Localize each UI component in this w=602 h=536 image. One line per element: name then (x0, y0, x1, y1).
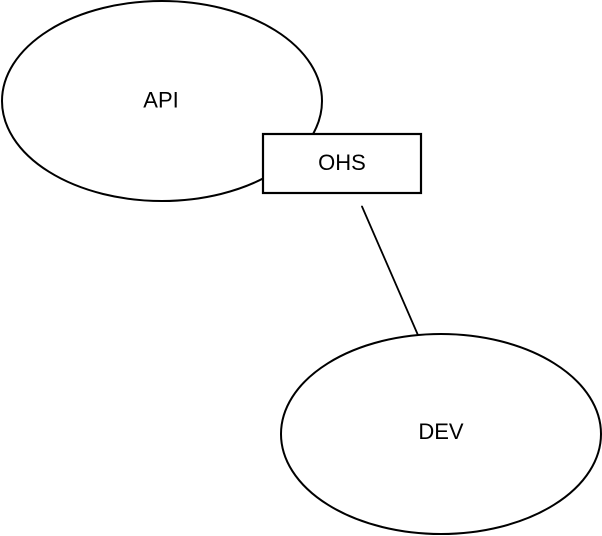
ohs-rectangle (261, 132, 423, 195)
dev-label: DEV (418, 419, 464, 444)
node-dev: DEV (280, 333, 602, 535)
node-ohs: OHS (261, 132, 423, 195)
ohs-label: OHS (318, 150, 366, 175)
api-ellipse (1, 0, 323, 202)
dev-ellipse (280, 333, 602, 535)
api-label: API (143, 88, 178, 113)
node-api: API (1, 0, 323, 202)
edge-ohs-dev (361, 205, 419, 335)
